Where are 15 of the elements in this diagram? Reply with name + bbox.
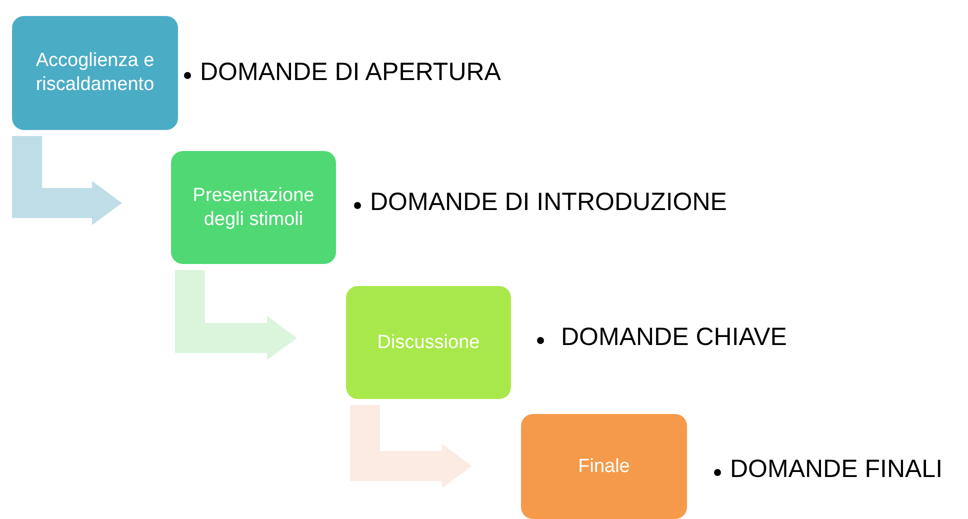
process-box: [171, 151, 336, 264]
box-label: Presentazione degli stimoli: [192, 184, 316, 232]
process-box: [521, 414, 687, 519]
arrow: [175, 270, 297, 360]
box-label: Discussione: [377, 330, 480, 354]
bullet-text: DOMANDE DI APERTURA: [200, 58, 501, 87]
process-box: [12, 16, 178, 130]
bullet-text: DOMANDE CHIAVE: [561, 323, 787, 352]
box-label: Finale: [578, 454, 630, 478]
process-box: [346, 286, 511, 399]
box-label: Accoglienza e riscaldamento: [34, 49, 156, 97]
arrow: [12, 136, 122, 225]
bullet-text: DOMANDE FINALI: [730, 455, 943, 484]
arrow: [350, 405, 472, 488]
bullet-text: DOMANDE DI INTRODUZIONE: [370, 188, 727, 217]
